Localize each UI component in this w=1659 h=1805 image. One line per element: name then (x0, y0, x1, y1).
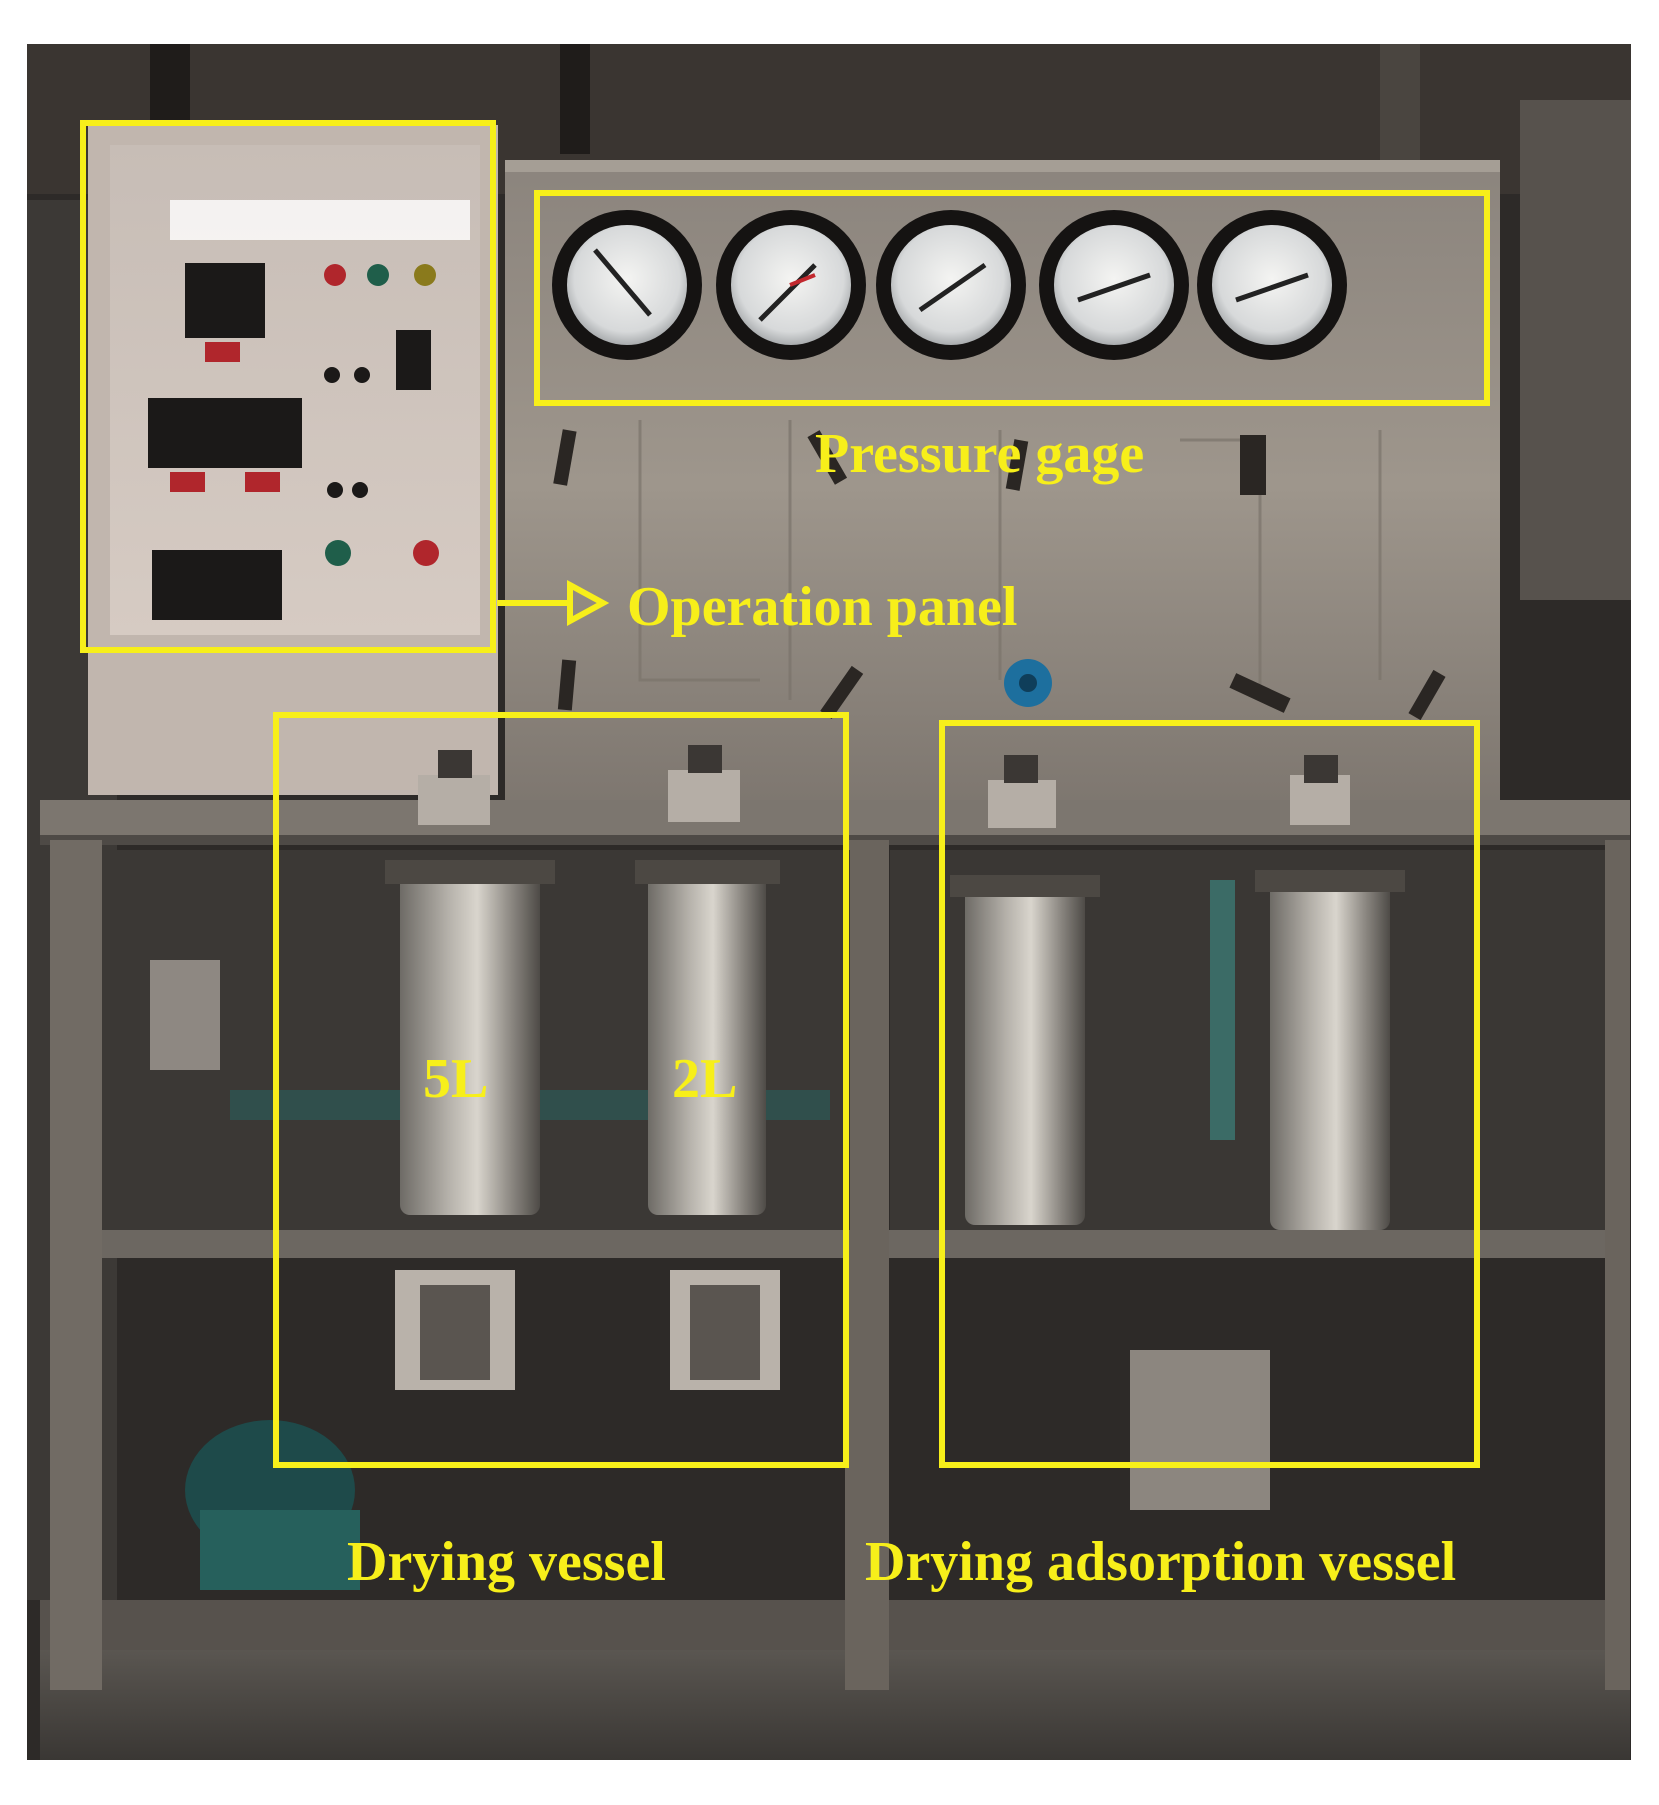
right-arrow-icon (497, 579, 610, 627)
gauge (1197, 210, 1347, 360)
operation-panel-cabinet (88, 125, 498, 795)
operation-panel-box (80, 120, 496, 653)
drying-vessel-label: Drying vessel (347, 1531, 666, 1593)
pressure-gauges (552, 210, 1347, 360)
annotation-boxes (80, 120, 1490, 1468)
vessel-2l-label: 2L (672, 1048, 737, 1110)
pressure-gage-label: Pressure gage (815, 423, 1144, 485)
vessel-5l-label: 5L (423, 1048, 488, 1110)
gauge (552, 210, 702, 360)
gauge (716, 210, 866, 360)
drying-adsorption-vessel-box (939, 720, 1480, 1468)
pressure-gage-box (534, 190, 1490, 406)
drying-adsorption-vessel-label: Drying adsorption vessel (865, 1531, 1456, 1593)
drying-vessel-box (273, 712, 849, 1468)
vessel-caps (418, 745, 1350, 828)
operation-panel-label: Operation panel (627, 576, 1017, 638)
gauge (876, 210, 1026, 360)
adsorption-vessel-cylinders (950, 870, 1405, 1510)
drying-vessel-cylinders (385, 860, 780, 1390)
gauge (1039, 210, 1189, 360)
